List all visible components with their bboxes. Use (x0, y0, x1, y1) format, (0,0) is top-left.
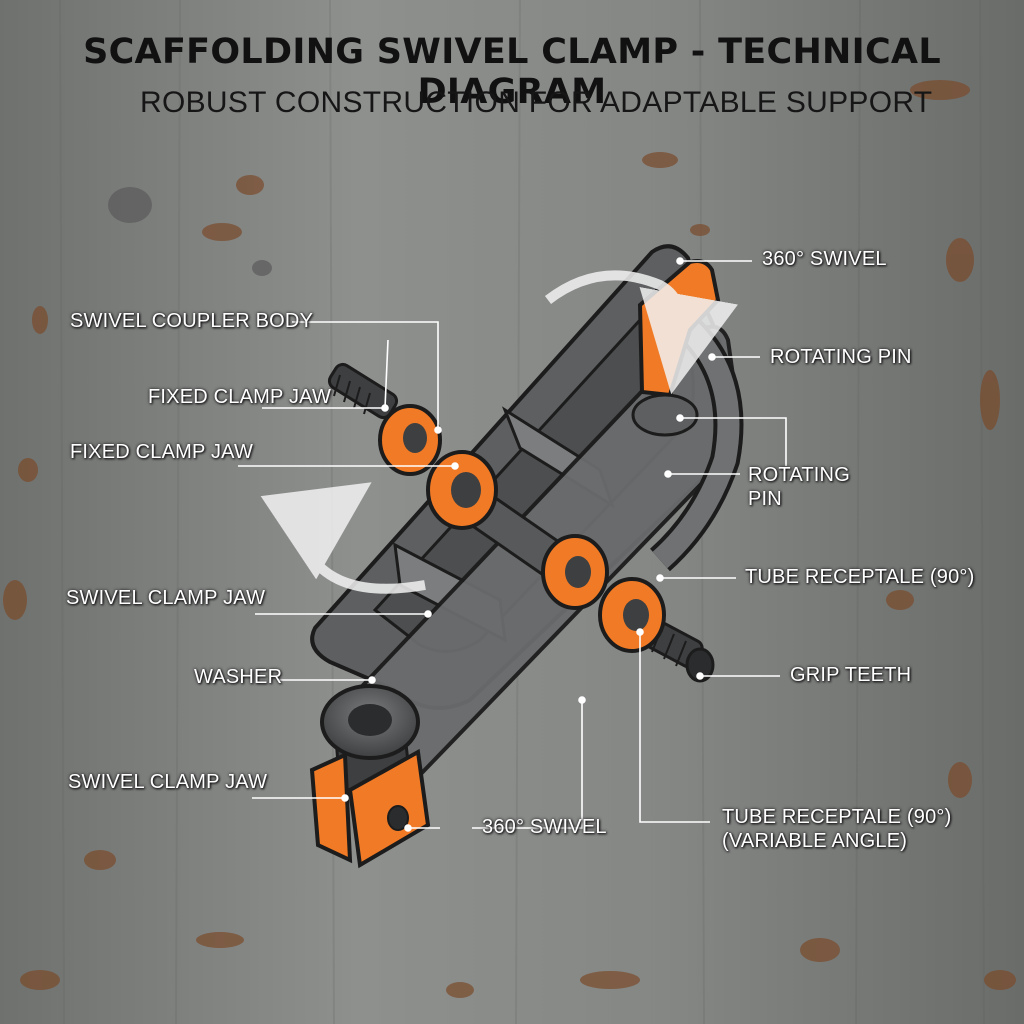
callout-rotating-pin-1: ROTATING PIN (770, 346, 912, 368)
callout-grip-teeth: GRIP TEETH (790, 664, 912, 686)
callout-rotating-pin-2-line1: ROTATING (748, 464, 850, 486)
rotation-arrow-left-icon (260, 482, 426, 594)
callout-360-swivel-bottom: 360° SWIVEL (482, 816, 607, 838)
diagram-title: SCAFFOLDING SWIVEL CLAMP - TECHNICAL DIA… (83, 32, 941, 112)
leader-lines (238, 257, 787, 832)
callout-rotating-pin-2-line2: PIN (748, 488, 782, 510)
left-bolt (327, 362, 399, 420)
callout-swivel-clamp-jaw-1: SWIVEL CLAMP JAW (66, 587, 266, 609)
callout-360-swivel-top: 360° SWIVEL (762, 248, 887, 270)
callout-tube-receptale-2-line1: TUBE RECEPTALE (90°) (722, 806, 952, 828)
leader-360-swivel-bottom (472, 700, 583, 829)
callout-washer: WASHER (194, 666, 283, 688)
washer-center-left (426, 450, 498, 530)
callout-fixed-clamp-jaw-2: FIXED CLAMP JAW (70, 441, 254, 463)
diagram-subtitle: ROBUST CONSTRUCTION FOR ADAPTABLE SUPPOR… (140, 86, 933, 119)
leader-swivel-coupler-body (292, 321, 439, 430)
washer-lower-right (598, 577, 666, 653)
rotating-pin-base (631, 393, 699, 437)
callout-swivel-clamp-jaw-2: SWIVEL CLAMP JAW (68, 771, 268, 793)
callout-tube-receptale-1: TUBE RECEPTALE (90°) (745, 566, 975, 588)
rotation-arrow-top-icon (544, 270, 738, 395)
washer-upper-left (378, 404, 442, 476)
clamp-assembly (260, 244, 744, 869)
leader-rotating-pin-2 (680, 417, 787, 466)
callout-fixed-clamp-jaw-1: FIXED CLAMP JAW (148, 386, 332, 408)
rust-spots (3, 80, 1016, 998)
leader-tube-receptale-2 (639, 632, 710, 823)
callout-tube-receptale-2-line2: (VARIABLE ANGLE) (722, 830, 908, 852)
callout-swivel-coupler-body: SWIVEL COUPLER BODY (70, 310, 314, 332)
bottom-swivel-block (309, 748, 431, 869)
washer-center-right (541, 534, 609, 610)
